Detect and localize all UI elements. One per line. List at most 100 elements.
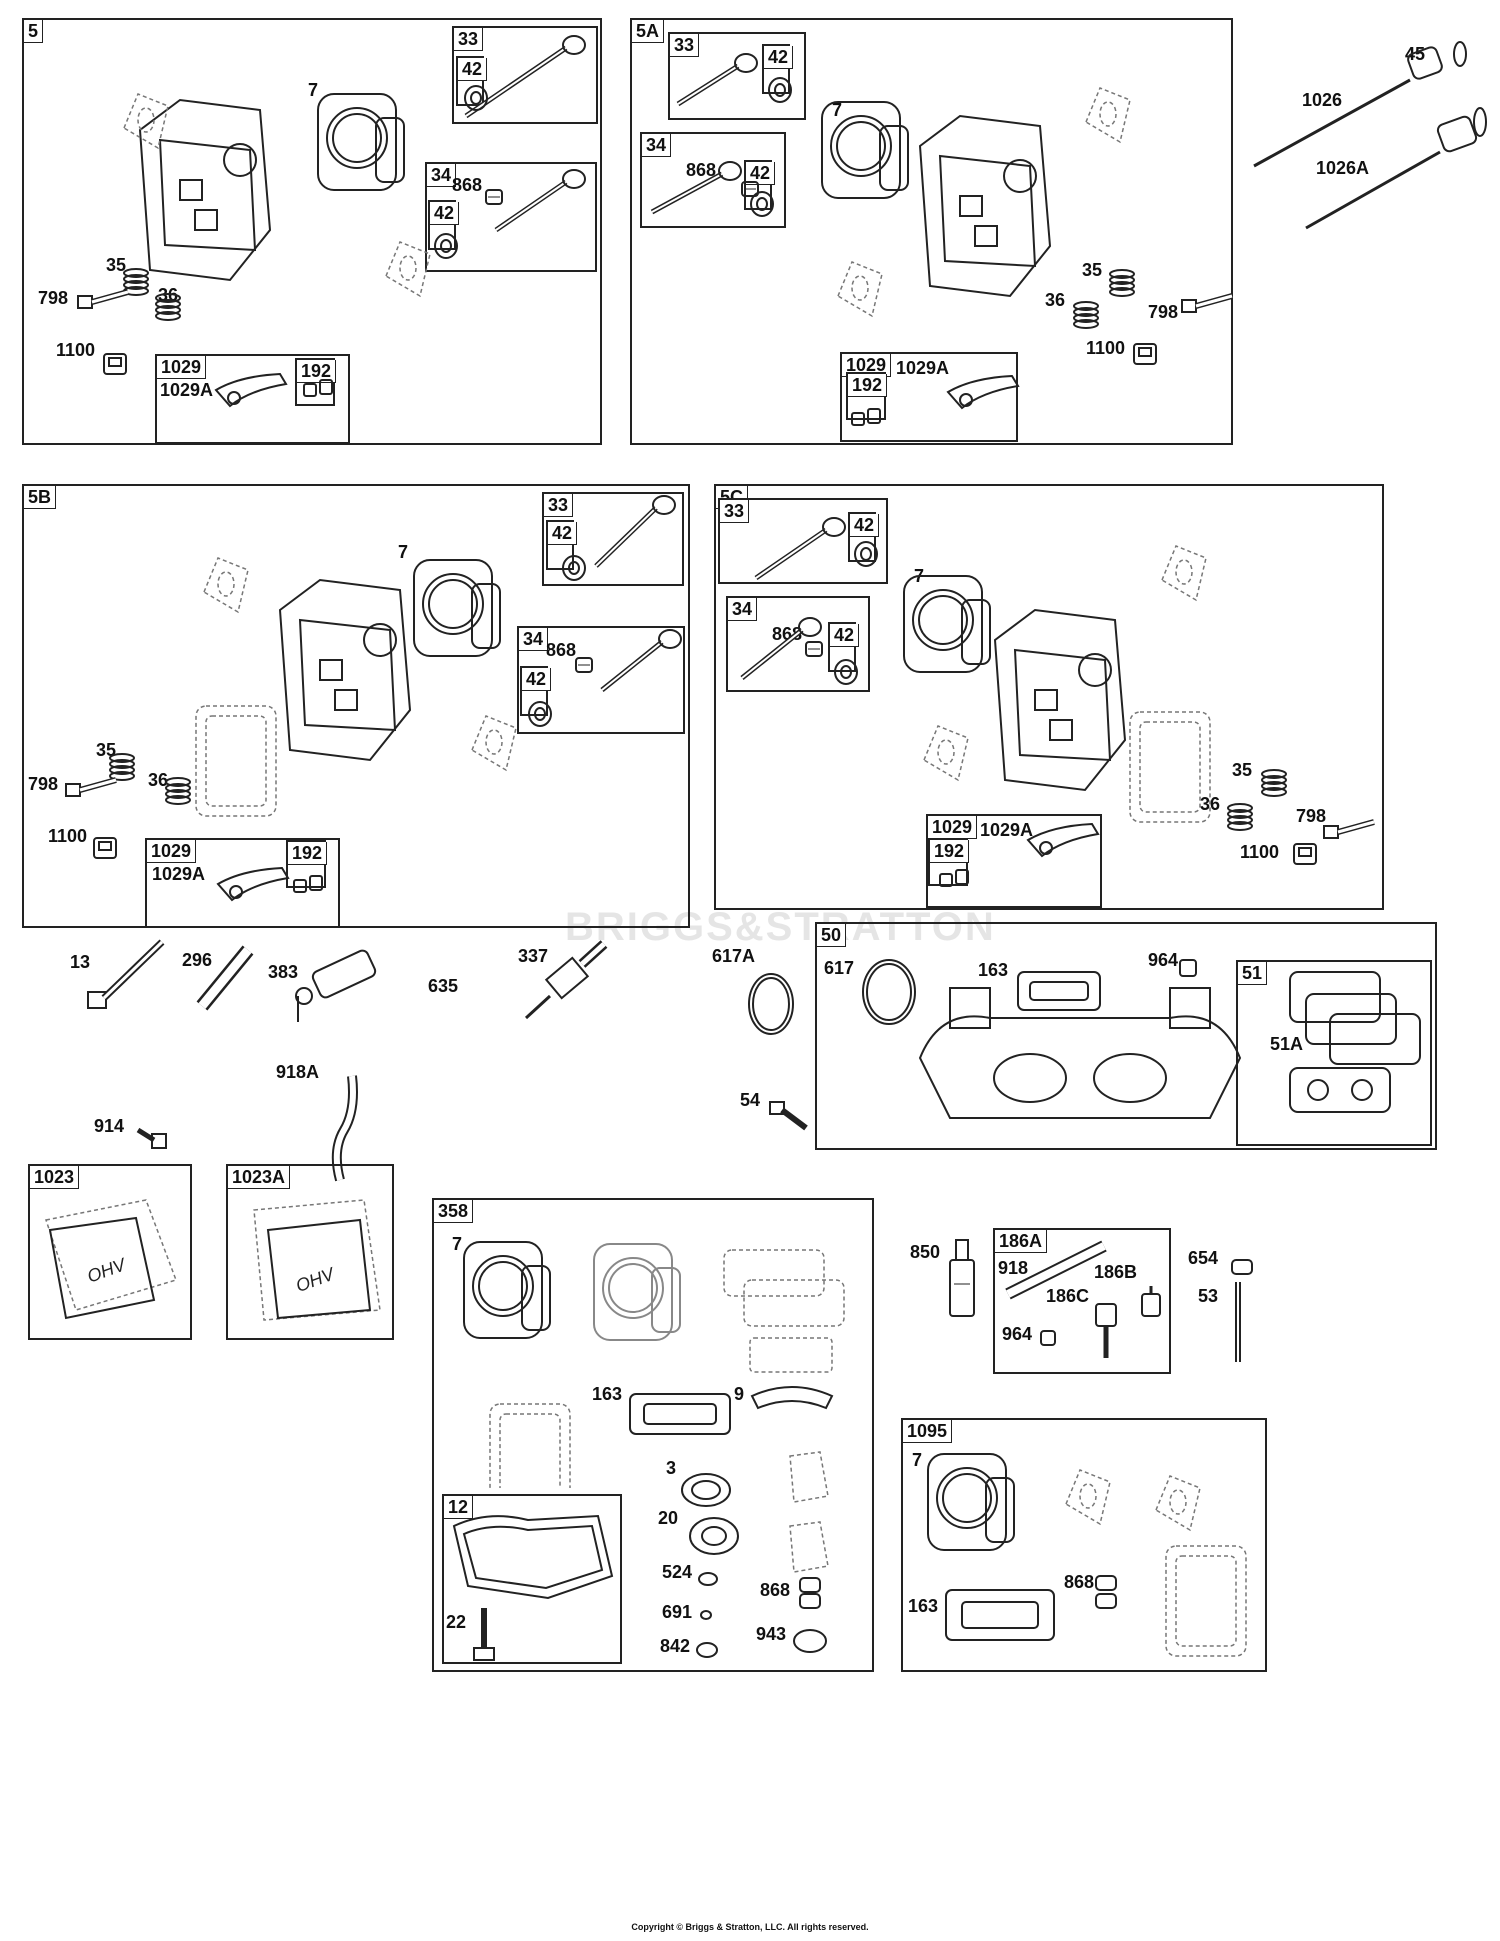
subpanel-42b: 42: [520, 666, 552, 716]
label-51A: 51A: [1270, 1034, 1304, 1054]
fitting-186b-art: [1141, 1286, 1161, 1317]
valve-34-art: [600, 629, 682, 692]
subpanel-1029-tag: 1029: [928, 816, 978, 839]
washer-42-art: [854, 541, 878, 567]
seal-868-art: [805, 641, 823, 657]
cover-gasket-art: [195, 705, 277, 817]
gasket-163-1095-art: [945, 1589, 1055, 1641]
label-35: 35: [106, 255, 127, 275]
subpanel-42: 42: [848, 512, 880, 562]
spring-35-art: [1261, 769, 1287, 797]
svg-text:OHV: OHV: [293, 1263, 338, 1296]
oring-617a-art: [748, 973, 794, 1035]
panel-1023: 1023: [28, 1164, 192, 1340]
panel-5: 5: [22, 18, 602, 445]
subpanel-34-tag: 34: [728, 598, 758, 621]
cylinder-head-art: [278, 578, 412, 762]
panel-1095: 1095: [901, 1418, 1267, 1672]
seal-868-358-art: [799, 1577, 821, 1609]
copyright-footer: Copyright © Briggs & Stratton, LLC. All …: [631, 1922, 869, 1932]
subpanel-42b-tag: 42: [830, 624, 860, 647]
label-3: 3: [666, 1458, 677, 1478]
spring-36-art: [1227, 803, 1253, 831]
label-868: 868: [686, 160, 717, 180]
cylinder-head-art: [993, 608, 1127, 792]
flange-gaskets-358-art: [789, 1451, 829, 1573]
rocker-1029a-art: [216, 866, 290, 902]
label-7: 7: [452, 1234, 463, 1254]
svg-text:OHV: OHV: [85, 1254, 130, 1287]
spring-35-art: [1109, 269, 1135, 297]
gaskets-51-art: [1289, 971, 1421, 1113]
subpanel-1029: 1029: [155, 354, 350, 444]
valve-33-art: [676, 53, 758, 107]
label-868: 868: [1064, 1572, 1095, 1592]
label-1029a: 1029A: [896, 358, 950, 378]
label-22: 22: [446, 1612, 467, 1632]
label-798: 798: [1296, 806, 1327, 826]
label-53: 53: [1198, 1286, 1219, 1306]
ring-524-art: [698, 1572, 718, 1586]
label-337: 337: [518, 946, 549, 966]
label-163: 163: [908, 1596, 939, 1616]
panel-1023-tag: 1023: [30, 1166, 80, 1189]
label-13: 13: [70, 952, 91, 972]
sleeve-964-art: [1179, 959, 1197, 977]
flange-gasket-1095-b-art: [1155, 1475, 1201, 1532]
subpanel-34: 34: [640, 132, 786, 228]
valve-cover-1023a-art: OHV: [253, 1199, 381, 1321]
label-868: 868: [760, 1580, 791, 1600]
subpanel-33-tag: 33: [454, 28, 484, 51]
subpanel-192: 192: [846, 372, 888, 420]
label-296: 296: [182, 950, 213, 970]
label-635: 635: [428, 976, 459, 996]
label-1029a: 1029A: [152, 864, 206, 884]
head-gasket-358-b-art: [593, 1243, 681, 1341]
valve-1026a-art: [1305, 107, 1487, 230]
label-1029a: 1029A: [160, 380, 214, 400]
subpanel-12-tag: 12: [444, 1496, 474, 1519]
label-20: 20: [658, 1508, 679, 1528]
bolt-13-art: [87, 939, 165, 1009]
label-1100: 1100: [48, 826, 88, 846]
subpanel-42b: 42: [828, 622, 860, 672]
label-798: 798: [1148, 302, 1179, 322]
subpanel-42-tag: 42: [458, 58, 488, 81]
valve-45-art: [1253, 41, 1467, 168]
flange-gasket-art-2: [923, 725, 969, 782]
flange-gasket-art: [123, 93, 169, 150]
washer-42-art: [464, 85, 488, 111]
bolt-798-art: [77, 289, 129, 309]
sealant-tube-850-art: [949, 1239, 975, 1317]
subpanel-33: 33: [718, 498, 888, 584]
intake-manifold-art: [918, 987, 1242, 1119]
label-524: 524: [662, 1562, 693, 1582]
gasket-12-art: [452, 1514, 614, 1600]
subpanel-192-tag: 192: [930, 840, 970, 863]
valve-33-art: [594, 495, 676, 568]
pin-296-art: [196, 945, 254, 1011]
panel-5b: 5B: [22, 484, 690, 928]
label-654: 654: [1188, 1248, 1219, 1268]
subpanel-42b-tag: 42: [746, 162, 776, 185]
label-1026A: 1026A: [1316, 158, 1370, 178]
cover-gasket-art: [1129, 711, 1211, 823]
seal-868-1095-art: [1095, 1575, 1117, 1609]
spring-36-art: [165, 777, 191, 805]
bolt-798-art: [1181, 293, 1233, 313]
subpanel-34-tag: 34: [642, 134, 672, 157]
label-45: 45: [1405, 44, 1426, 64]
label-1100: 1100: [1240, 842, 1280, 862]
subpanel-192-tag: 192: [848, 374, 888, 397]
valve-34-art: [650, 161, 742, 215]
subpanel-33: 33: [452, 26, 598, 124]
panel-50-tag: 50: [817, 924, 847, 947]
label-868: 868: [546, 640, 577, 660]
panel-1023A: 1023A: [226, 1164, 394, 1340]
label-7: 7: [832, 100, 843, 120]
subpanel-34-tag: 34: [427, 164, 457, 187]
flange-gasket-art-2: [471, 715, 517, 772]
valve-34-art: [740, 617, 822, 680]
label-163: 163: [978, 960, 1009, 980]
